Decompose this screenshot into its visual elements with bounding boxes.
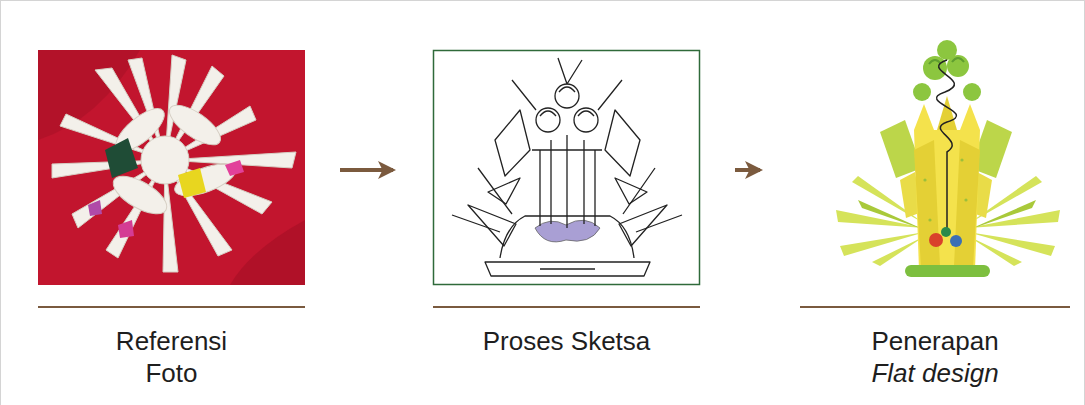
paper-cuts [52,55,296,272]
pink-piece [225,160,244,176]
photo-background [38,50,305,285]
speckle [923,178,926,181]
flat-spike [914,104,934,130]
yellow-piece [178,168,206,198]
caption-rule [433,306,700,308]
caption-group: Referensi Foto [38,325,305,389]
sketch-loops [540,87,594,116]
panel-caption: Referensi Foto [97,325,247,389]
sketch-tray [485,262,650,276]
panel-caption: Flat design [800,357,1070,389]
flat-ornament [913,83,931,101]
sketch-lines [452,58,682,276]
flat-spike [937,96,957,130]
sketch-spikes [512,58,622,110]
flat-spiral [936,60,956,236]
speckle [964,198,967,201]
sketch-wing [468,205,516,246]
flat-ornament [937,40,957,60]
flat-base [905,265,990,277]
pink-piece [118,220,134,238]
flat-panel [954,140,980,268]
flat-loops [929,58,964,64]
flat-offering [929,233,943,247]
speckle [960,158,963,161]
flat-offering [941,227,951,237]
flat-ornament [963,83,981,101]
sketch-line [532,149,602,150]
flat-spike [960,104,980,130]
flat-spike [872,236,925,266]
sketch-panel [434,51,700,285]
flat-design-illustration [836,40,1060,277]
speckle [928,218,931,221]
caption-group: PenerapanFlat design [800,325,1070,389]
panel-node: PenerapanFlat design [800,50,1070,393]
panel-caption: Proses Sketsa [433,325,700,357]
caption-rule [800,306,1070,308]
flat-offering [950,235,962,247]
sketch-leaf [495,110,530,176]
photo-shadow [230,220,305,285]
sketch-wing [619,205,667,246]
sketch-leaf [605,110,640,176]
flat-panel [914,140,940,268]
caption-rules [38,306,1070,308]
purple-piece [88,200,102,216]
flat-spike [968,236,1022,266]
sketch-body [540,135,595,228]
sketch-frame [434,51,700,285]
flow-arrow [735,168,760,172]
sketch-line [540,268,595,269]
caption-group: Proses Sketsa [433,325,700,357]
panel-node: Referensi Foto [38,50,305,393]
reference-photo [38,50,305,285]
flow-arrow [340,168,393,172]
flat-speckles [923,158,967,221]
panel-node: Proses Sketsa [433,50,700,361]
sketch-fronds [488,178,647,204]
panel-caption: Penerapan [800,325,1070,357]
green-piece [105,138,138,178]
caption-rule [38,306,305,308]
